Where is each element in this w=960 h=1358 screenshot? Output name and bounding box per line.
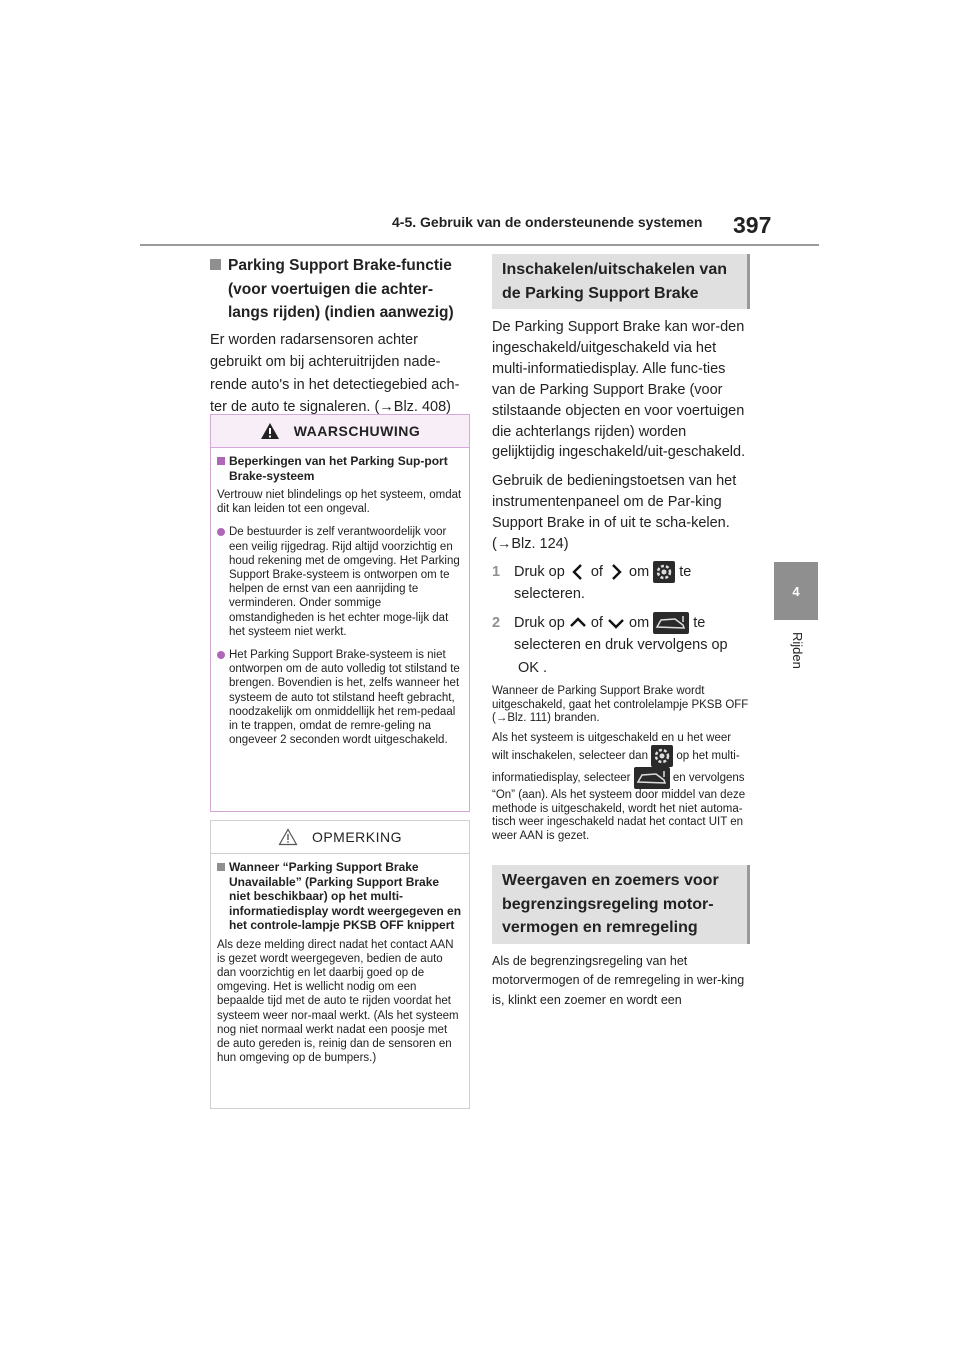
round-bullet-icon xyxy=(217,651,225,660)
note-text-2c: en vervolgens “On” (aan). Als het systee… xyxy=(492,772,746,842)
warning-subheading: Beperkingen van het Parking Sup-port Bra… xyxy=(217,454,463,483)
note-box: OPMERKING Wanneer “Parking Support Brake… xyxy=(210,820,470,1109)
note-header: OPMERKING xyxy=(211,821,469,854)
note-text-2a: Als het systeem is uitgeschakeld en u he… xyxy=(492,731,732,763)
left-heading: Parking Support Brake-functie (voor voer… xyxy=(210,254,470,325)
header-rule xyxy=(140,244,819,246)
right-paragraph-3: Als de begrenzingsregeling van het motor… xyxy=(492,953,745,1007)
gear-icon xyxy=(653,561,676,584)
step-2: 2 Druk op of om te selecteren en druk ve… xyxy=(492,612,750,680)
chapter-label: Rijden xyxy=(790,632,805,669)
warning-bullet-text: De bestuurder is zelf verantwoordelijk v… xyxy=(229,526,460,638)
step-text: Druk op xyxy=(514,563,565,580)
chapter-number: 4 xyxy=(792,583,800,599)
warning-bullet: De bestuurder is zelf verantwoordelijk v… xyxy=(217,525,463,639)
step-number: 1 xyxy=(492,563,501,580)
warning-title: WAARSCHUWING xyxy=(293,423,421,439)
square-bullet-icon xyxy=(217,863,225,871)
note-text-2b: op het multi-informatiedisplay, selectee… xyxy=(492,750,740,785)
left-heading-text: Parking Support Brake-functie (voor voer… xyxy=(228,257,454,321)
warning-subheading-text: Beperkingen van het Parking Sup-port Bra… xyxy=(229,454,448,483)
warning-bullet: Het Parking Support Brake-systeem is nie… xyxy=(217,648,463,747)
section-heading-displays-buzzers: Weergaven en zoemers voor begrenzingsreg… xyxy=(492,865,750,944)
square-bullet-icon xyxy=(210,259,221,270)
chevron-left-icon xyxy=(572,564,582,580)
step-text: te selecteren. xyxy=(514,563,692,603)
warning-bullet-text: Het Parking Support Brake-systeem is nie… xyxy=(229,649,460,747)
note-text-1: Wanneer de Parking Support Brake wordt u… xyxy=(492,685,749,725)
warning-header: WAARSCHUWING xyxy=(211,415,469,448)
square-bullet-icon xyxy=(217,457,225,465)
parking-support-brake-icon xyxy=(653,612,690,635)
note-text: Als deze melding direct nadat het contac… xyxy=(217,938,459,1065)
note-subheading: Wanneer “Parking Support Brake Unavailab… xyxy=(217,860,463,933)
right-column: Inschakelen/uitschakelen van de Parking … xyxy=(492,254,750,1010)
page-number: 397 xyxy=(733,212,772,238)
warning-box: WAARSCHUWING Beperkingen van het Parking… xyxy=(210,414,470,812)
caution-triangle-icon xyxy=(278,828,298,846)
round-bullet-icon xyxy=(217,528,225,537)
warning-intro: Vertrouw niet blindelings op het systeem… xyxy=(217,489,462,516)
header-section-title: 4-5. Gebruik van de ondersteunende syste… xyxy=(392,214,703,230)
note-text-2: Als het systeem is uitgeschakeld en u he… xyxy=(492,732,750,844)
step-text: of xyxy=(590,563,603,580)
parking-support-brake-icon xyxy=(633,767,670,790)
chevron-up-icon xyxy=(569,617,586,627)
left-paragraph: Er worden radarsensoren achter gebruikt … xyxy=(210,331,460,416)
section-heading-enable-disable: Inschakelen/uitschakelen van de Parking … xyxy=(492,254,750,309)
chapter-label-wrap: Rijden xyxy=(783,632,807,692)
step-text: Druk op xyxy=(514,614,565,631)
gear-icon xyxy=(651,745,674,768)
chapter-tab: 4 xyxy=(774,562,818,620)
chevron-right-icon xyxy=(612,564,622,580)
step-text: om xyxy=(629,563,650,580)
warning-triangle-icon xyxy=(260,423,279,439)
step-1: 1 Druk op of om te selecteren. xyxy=(492,561,750,606)
step-number: 2 xyxy=(492,614,501,631)
chevron-down-icon xyxy=(608,619,624,629)
step-text: of xyxy=(590,614,603,631)
right-paragraph-1: De Parking Support Brake kan wor-den ing… xyxy=(492,319,746,461)
ok-button-label: OK . xyxy=(518,659,548,676)
step-text: te selecteren en druk vervolgens op xyxy=(514,614,728,654)
note-title: OPMERKING xyxy=(311,829,403,845)
right-paragraph-2: Gebruik de bedieningstoetsen van het ins… xyxy=(492,473,737,553)
step-text: om xyxy=(629,614,650,631)
left-column: Parking Support Brake-functie (voor voer… xyxy=(210,254,470,419)
note-subheading-text: Wanneer “Parking Support Brake Unavailab… xyxy=(229,860,462,932)
